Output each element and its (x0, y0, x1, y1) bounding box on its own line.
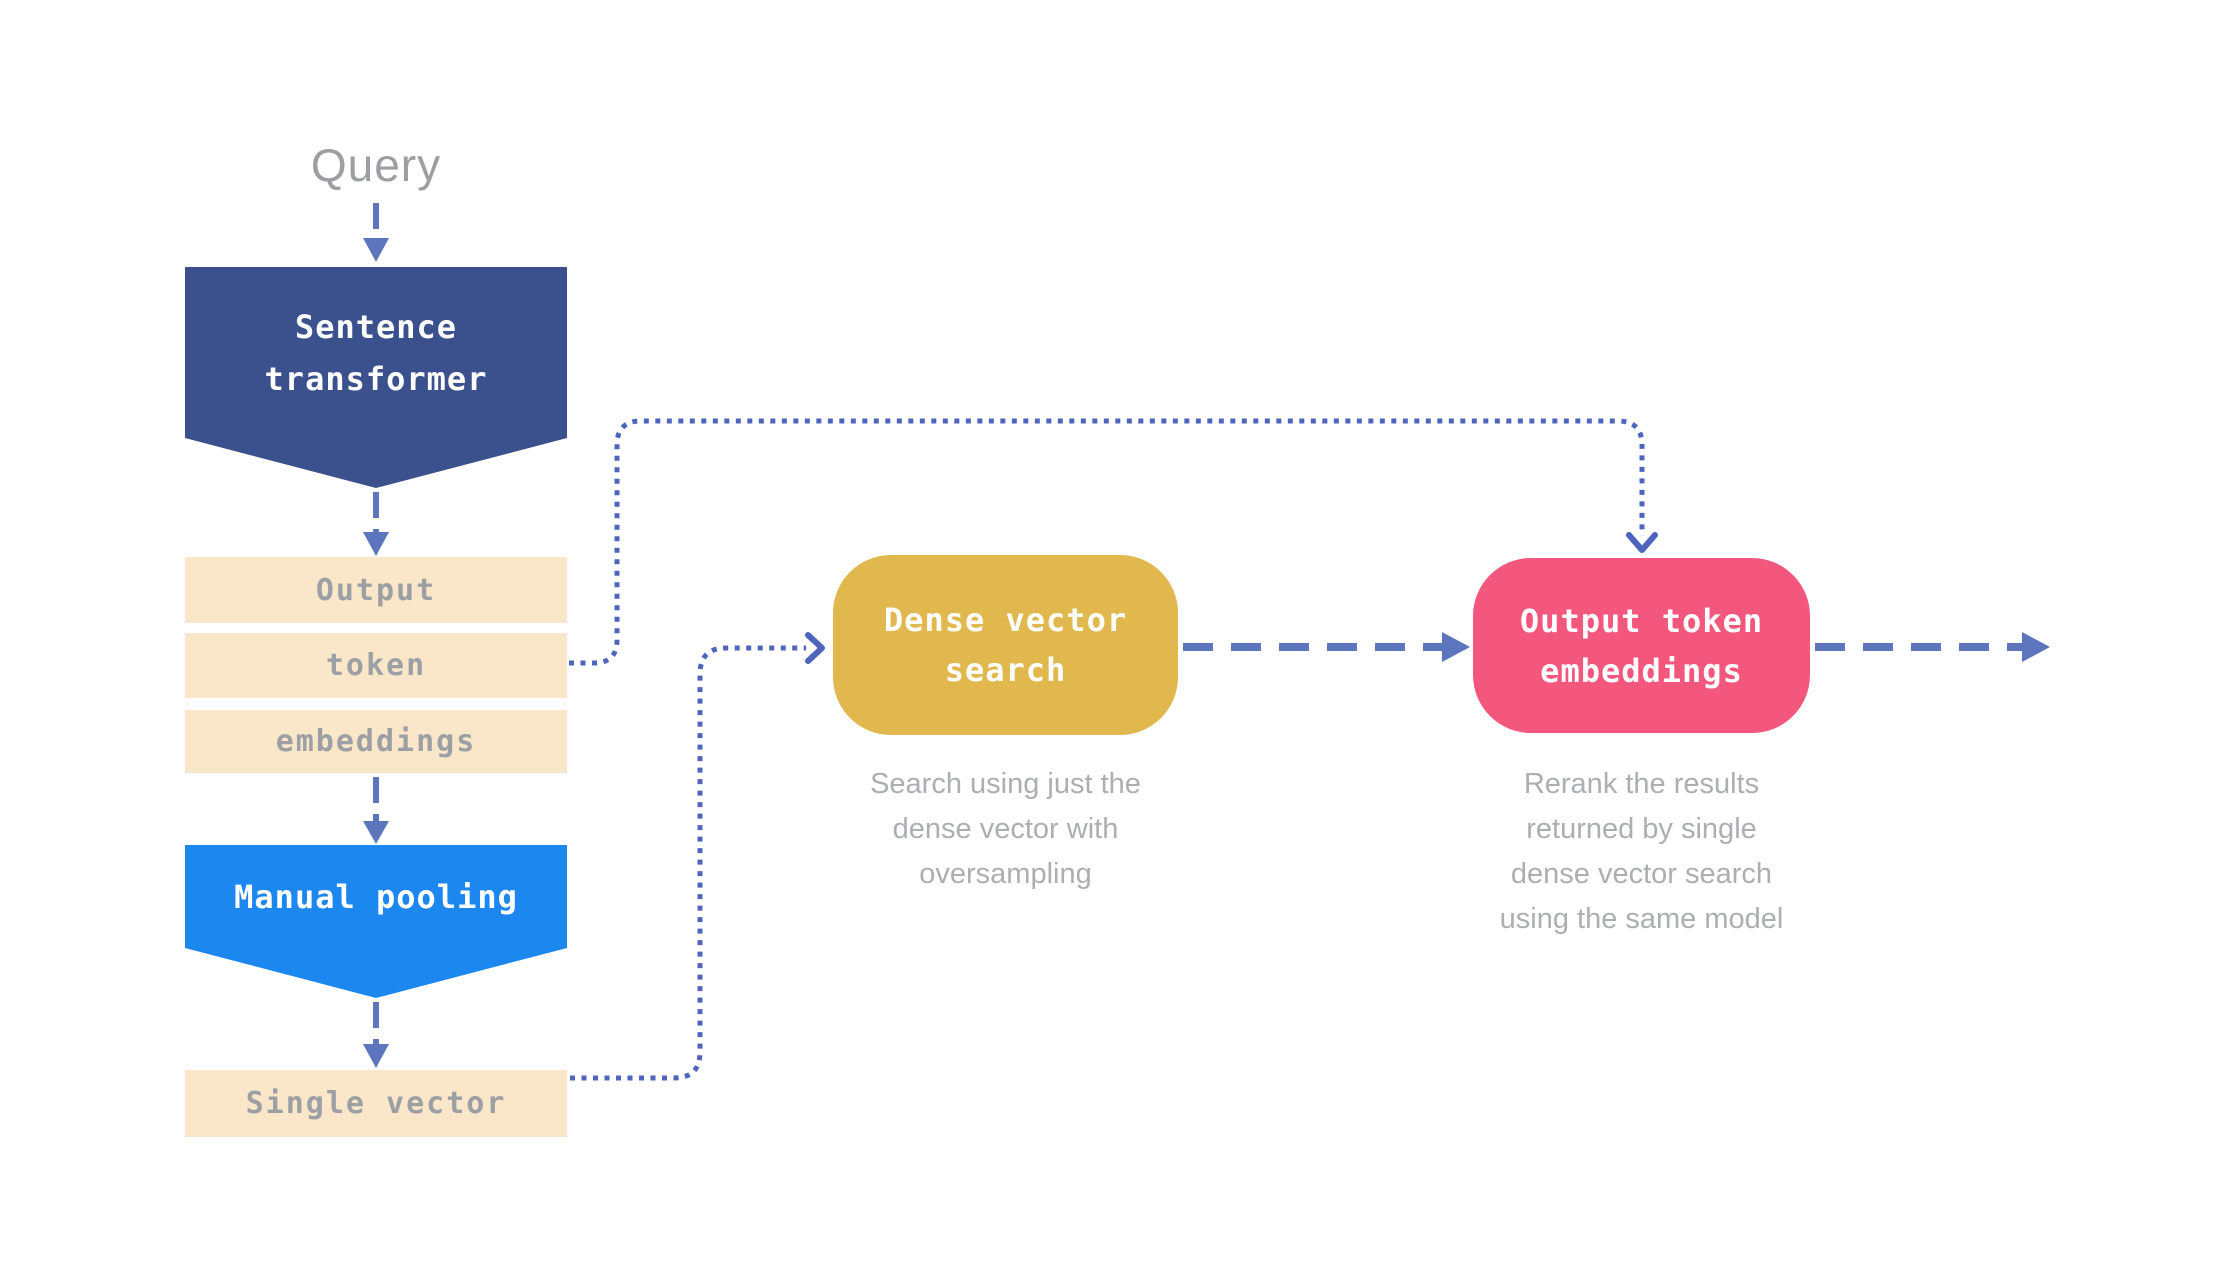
arrow-pooling-to-single-vector (363, 1002, 389, 1068)
single-vector-row: Single vector (185, 1070, 567, 1137)
arrow-dense-search-to-rerank (1183, 632, 1470, 662)
token-row: token (185, 633, 567, 698)
dense-vector-search-caption: Search using just the dense vector with … (870, 768, 1141, 890)
connector-single-vector-to-dense-search (570, 632, 825, 1081)
embeddings-row: embeddings (185, 710, 567, 773)
manual-pooling-node: Manual pooling (185, 845, 567, 998)
output-token-embeddings-caption: Rerank the results returned by single de… (1499, 768, 1784, 935)
sentence-transformer-node: Sentence transformer (185, 267, 567, 488)
output-token-embeddings-node: Output token embeddings (1473, 558, 1810, 733)
sentence-transformer-label: Sentence transformer (264, 307, 488, 398)
arrow-rerank-to-output (1815, 632, 2050, 662)
dense-vector-search-node: Dense vector search (833, 555, 1178, 735)
manual-pooling-label: Manual pooling (234, 877, 518, 916)
query-label: Query (310, 139, 442, 191)
arrow-transformer-to-output (363, 492, 389, 556)
output-row: Output (185, 557, 567, 623)
arrow-query-to-transformer (363, 203, 389, 262)
arrow-embeddings-to-pooling (363, 777, 389, 844)
